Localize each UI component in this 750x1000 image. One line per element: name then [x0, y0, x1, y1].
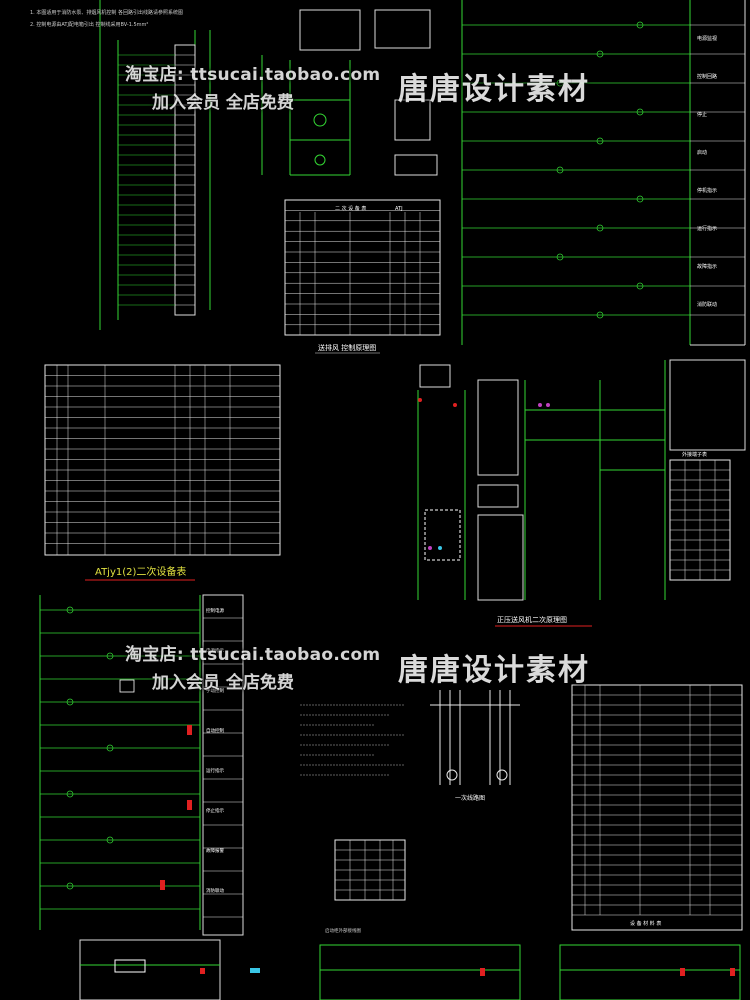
- relay-coil: [556, 253, 564, 261]
- relay-coil: [596, 311, 604, 319]
- relay-coil: [66, 882, 74, 890]
- primary-line-diagram: [430, 690, 520, 785]
- watermark-sub-bottom: 加入会员 全店免费: [152, 673, 294, 693]
- right-label: 启动: [697, 149, 707, 156]
- bottom-left-rows: [40, 606, 243, 918]
- bottom-note: 启动柜外部接线图: [325, 927, 361, 934]
- terminal-table-right: 外接端子表: [669, 451, 731, 581]
- right-label: 运行指示: [697, 225, 717, 232]
- right-label: 故障指示: [697, 263, 717, 270]
- right-label: 消防联动: [697, 301, 717, 308]
- relay-coil: [556, 166, 564, 174]
- relay-coil: [66, 606, 74, 614]
- right-label: 控制回路: [697, 73, 717, 80]
- positive-pressure-title: 正压送风机二次原理图: [497, 615, 567, 624]
- bottom-strip: [79, 939, 741, 1000]
- mid-table-code: ATJ: [395, 206, 403, 212]
- relay-coil: [596, 50, 604, 58]
- watermark-brand-top: 唐唐设计素材: [398, 72, 590, 107]
- relay-coil: [66, 790, 74, 798]
- left-table-title: ATjy1(2)二次设备表: [95, 565, 186, 578]
- sheet-top-left: [99, 0, 211, 330]
- fan-control-title: 送排风 控制原理图: [318, 343, 376, 352]
- secondary-device-table-mid: 二 次 设 备 表 ATJ 送排风 控制原理图: [284, 199, 441, 354]
- panel-label: 自动控制: [206, 727, 224, 734]
- relay-coil: [596, 137, 604, 145]
- top-note-text: 1. 本图适用于消防水泵、排烟风机控制 各回路引出线路请参照系统图: [30, 9, 183, 16]
- equipment-table-right: 设 备 材 料 表: [571, 684, 743, 931]
- watermark-url-bottom: 淘宝店: ttsucai.taobao.com: [125, 645, 381, 665]
- relay-coil: [636, 282, 644, 290]
- panel-label: 电源指示: [206, 647, 224, 654]
- sheet-top-right: [461, 0, 746, 346]
- watermark-brand-bottom: 唐唐设计素材: [398, 653, 590, 688]
- top-note-text: 2. 控制电源由ATJ配电箱引出 控制线采用BV-1.5mm²: [30, 21, 148, 28]
- watermark-sub-top: 加入会员 全店免费: [152, 93, 294, 113]
- panel-label: 消防联动: [206, 887, 224, 894]
- relay-coil: [636, 21, 644, 29]
- right-label: 停止: [697, 111, 707, 118]
- relay-coil: [106, 744, 114, 752]
- panel-label: 运行指示: [206, 767, 224, 774]
- secondary-device-table-left: ATjy1(2)二次设备表: [44, 364, 281, 581]
- primary-line-title: 一次线路图: [455, 794, 485, 802]
- relay-coil: [636, 108, 644, 116]
- sheet-positive-pressure: [417, 359, 746, 601]
- relay-coil: [106, 836, 114, 844]
- sheet-bottom-left: [39, 594, 244, 936]
- bottom-left-accents: [119, 679, 192, 890]
- panel-label: 手动控制: [206, 687, 224, 694]
- right-label: 停机指示: [697, 187, 717, 194]
- relay-coil: [636, 195, 644, 203]
- equipment-table-footer: 设 备 材 料 表: [630, 920, 661, 927]
- panel-label: 控制电源: [206, 607, 224, 614]
- bottom-strip-accents: [200, 968, 735, 976]
- relay-coil: [66, 698, 74, 706]
- control-rows-right: [462, 21, 745, 319]
- relay-coil: [596, 224, 604, 232]
- terminal-table-caption: 外接端子表: [682, 451, 707, 458]
- relay-coil: [556, 79, 564, 87]
- sheet-bottom-center: 一次线路图 启动柜外部接线图: [300, 690, 520, 934]
- sheet-top-center: [261, 9, 438, 176]
- right-label: 电源监视: [697, 35, 717, 42]
- terminal-rows-left: [118, 54, 195, 306]
- panel-label: 停止指示: [206, 807, 224, 814]
- panel-label: 故障报警: [206, 847, 224, 854]
- relay-coil: [106, 652, 114, 660]
- watermark-url-top: 淘宝店: ttsucai.taobao.com: [125, 65, 381, 85]
- pressure-accents: [418, 398, 550, 550]
- mid-table-header: 二 次 设 备 表: [335, 205, 366, 212]
